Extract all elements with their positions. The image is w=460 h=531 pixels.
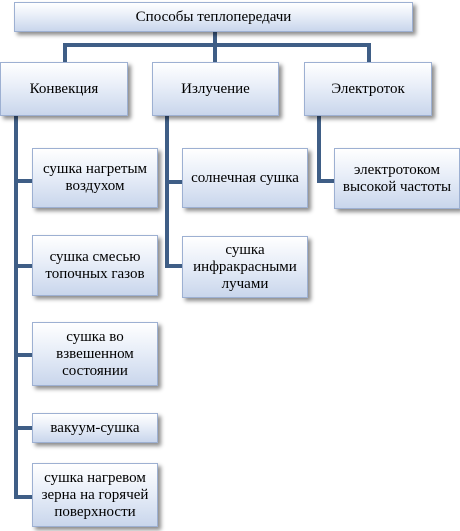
convection-item-suspended: сушка во взвешенном состоянии — [32, 322, 158, 386]
connector-convection-item-2 — [14, 264, 32, 268]
category-radiation: Излучение — [152, 62, 279, 116]
connector-radiation-item-1 — [165, 180, 182, 184]
connector-to-electric — [367, 43, 371, 62]
connector-radiation-spine — [165, 116, 169, 268]
connector-convection-item-4 — [14, 426, 32, 430]
connector-electric-spine — [317, 116, 321, 183]
radiation-item-solar: солнечная сушка — [182, 148, 308, 208]
convection-item-flue-gas: сушка смесью топочных газов — [32, 235, 158, 296]
connector-to-radiation — [213, 43, 217, 62]
connector-convection-spine — [14, 116, 18, 499]
category-convection: Конвекция — [0, 62, 128, 116]
connector-electric-item-1 — [317, 179, 334, 183]
convection-item-hot-air: сушка нагретым воздухом — [32, 148, 158, 208]
connector-convection-item-5 — [14, 495, 32, 499]
convection-item-vacuum: вакуум-сушка — [32, 413, 158, 443]
connector-root-down — [213, 31, 217, 46]
connector-convection-item-1 — [14, 179, 32, 183]
root-node: Способы теплопередачи — [14, 2, 413, 32]
category-electric: Электроток — [304, 62, 432, 116]
connector-to-convection — [63, 43, 67, 62]
electric-item-hf-current: электротоком высокой частоты — [334, 148, 460, 209]
radiation-item-infrared: сушка инфракрасными лучами — [182, 236, 308, 298]
connector-convection-item-3 — [14, 353, 32, 357]
connector-horizontal-bar — [63, 43, 371, 47]
connector-radiation-item-2 — [165, 264, 182, 268]
convection-item-hot-surface: сушка нагревом зерна на горячей поверхно… — [32, 463, 158, 527]
